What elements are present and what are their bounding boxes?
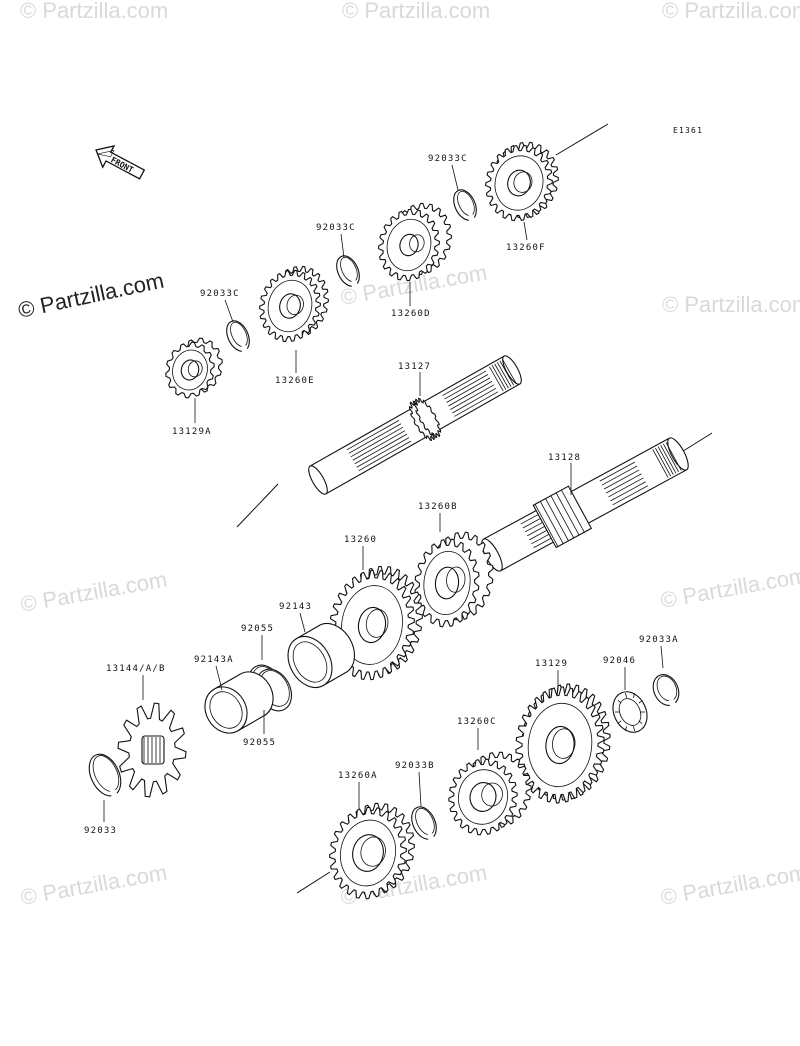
labels-layer: 92033C 92033C 92033C 13260F 13260D 13260… bbox=[84, 154, 679, 836]
sprocket-13144-icon bbox=[117, 702, 187, 798]
gear-13260D-icon bbox=[378, 202, 452, 282]
parts-layer bbox=[88, 141, 689, 900]
part-label-92033B: 92033B bbox=[395, 761, 435, 771]
axis-line bbox=[236, 483, 279, 528]
part-label-13260C: 13260C bbox=[457, 717, 497, 727]
watermark: © Partzilla.com bbox=[662, 0, 800, 23]
part-label-13260B: 13260B bbox=[418, 502, 458, 512]
watermark: © Partzilla.com bbox=[19, 567, 169, 617]
shaft-13127-icon bbox=[308, 355, 522, 495]
part-label-92033: 92033 bbox=[84, 826, 117, 836]
watermark: © Partzilla.com bbox=[342, 0, 490, 23]
watermark: © Partzilla.com bbox=[659, 860, 800, 910]
watermark: © Partzilla.com bbox=[659, 563, 800, 613]
circlip-92033C-icon bbox=[453, 189, 477, 222]
gear-13260E-icon bbox=[259, 265, 329, 343]
circlip-92033C-icon bbox=[226, 320, 250, 353]
part-label-13129A: 13129A bbox=[172, 427, 212, 437]
bush-92143A-icon bbox=[204, 671, 274, 734]
part-label-92055: 92055 bbox=[243, 738, 276, 748]
gear-13129A-icon bbox=[165, 337, 223, 399]
circlip-92033A-icon bbox=[652, 674, 680, 707]
front-arrow-icon: FRONT bbox=[95, 145, 146, 180]
part-label-92143: 92143 bbox=[279, 602, 312, 612]
axis-line bbox=[555, 123, 609, 156]
part-label-13260D: 13260D bbox=[391, 309, 431, 319]
part-label-13129: 13129 bbox=[535, 659, 568, 669]
part-label-13260A: 13260A bbox=[338, 771, 378, 781]
gear-13260C-icon bbox=[448, 751, 532, 836]
part-label-92033C: 92033C bbox=[316, 223, 356, 233]
part-label-92143A: 92143A bbox=[194, 655, 234, 665]
part-label-13260E: 13260E bbox=[275, 376, 315, 386]
part-label-13128: 13128 bbox=[548, 453, 581, 463]
shaft-13128-icon bbox=[481, 437, 689, 572]
gear-13260F-icon bbox=[485, 141, 559, 222]
watermark: © Partzilla.com bbox=[19, 860, 169, 910]
collar-92143-icon bbox=[287, 623, 356, 688]
part-label-92046: 92046 bbox=[603, 656, 636, 666]
axis-line bbox=[296, 871, 331, 894]
part-label-92033C: 92033C bbox=[428, 154, 468, 164]
needle-bearing-92046-icon bbox=[612, 691, 648, 733]
circlip-92033B-icon bbox=[411, 806, 437, 841]
gear-13129-icon bbox=[515, 683, 611, 804]
part-label-92055: 92055 bbox=[241, 624, 274, 634]
gear-13260B-icon bbox=[414, 531, 494, 628]
watermark-main: © Partzilla.com bbox=[16, 268, 166, 323]
gear-13260A-icon bbox=[329, 802, 415, 900]
watermark: © Partzilla.com bbox=[20, 0, 168, 23]
watermark: © Partzilla.com bbox=[662, 292, 800, 317]
part-label-13127: 13127 bbox=[398, 362, 431, 372]
diagram-code: E1361 bbox=[673, 126, 703, 135]
circlip-92033C-icon bbox=[336, 255, 360, 288]
part-label-13260: 13260 bbox=[344, 535, 377, 545]
part-label-92033A: 92033A bbox=[639, 635, 679, 645]
part-label-92033C: 92033C bbox=[200, 289, 240, 299]
circlip-92033-icon bbox=[88, 753, 122, 798]
part-label-13260F: 13260F bbox=[506, 243, 546, 253]
part-label-13144-A-B: 13144/A/B bbox=[106, 664, 166, 674]
